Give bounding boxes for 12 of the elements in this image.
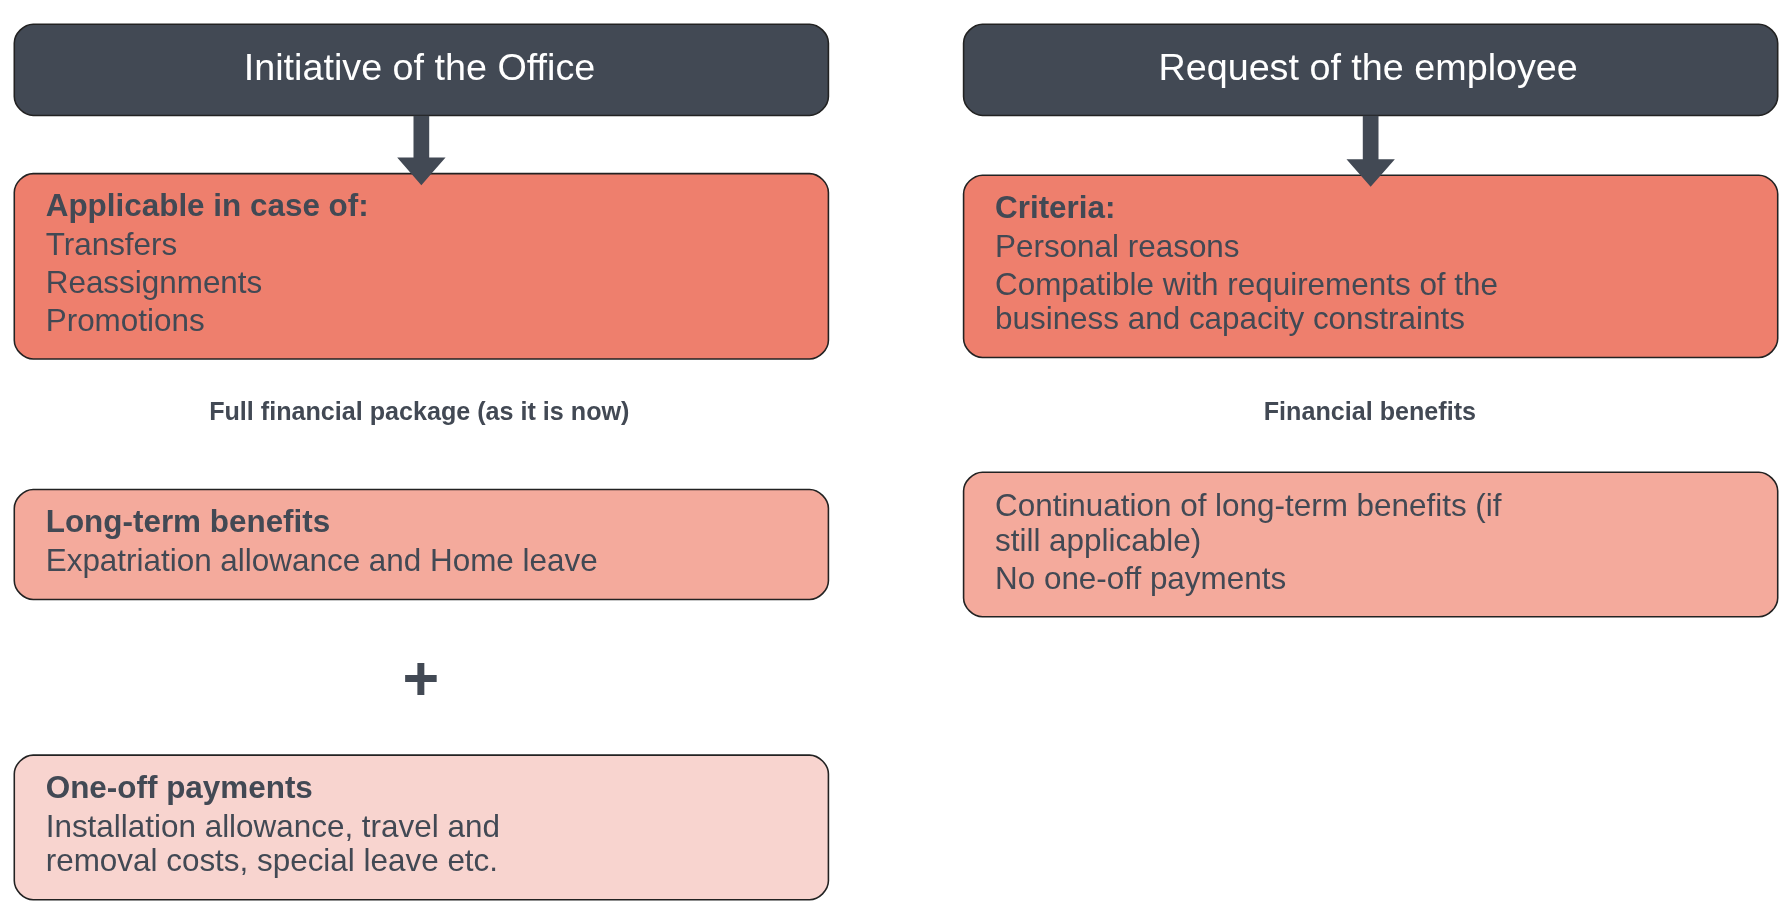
label: Financial benefits <box>1263 397 1476 426</box>
arrow <box>1346 115 1395 187</box>
arrow <box>397 115 446 186</box>
label: Full financial package (as it is now) <box>209 397 630 426</box>
node-box: Applicable in case of: Transfers Reassignments Promotions <box>13 172 830 360</box>
node-box: Continuation of long-term benefits (if still applicable) No one-off payments <box>962 471 1779 618</box>
node-box: Initiative of the Office <box>13 23 830 117</box>
node-box: One-off payments Installation allowance, travel and removal costs, special leave etc. <box>13 754 830 901</box>
node-box: Long-term benefits Expatriation allowance and Home leave <box>13 488 830 601</box>
node-box: Request of the employee <box>962 23 1779 117</box>
label: + <box>402 643 440 714</box>
node-box: Criteria: Personal reasons Compatible with requirements of the business and capacity constraints <box>962 174 1779 359</box>
